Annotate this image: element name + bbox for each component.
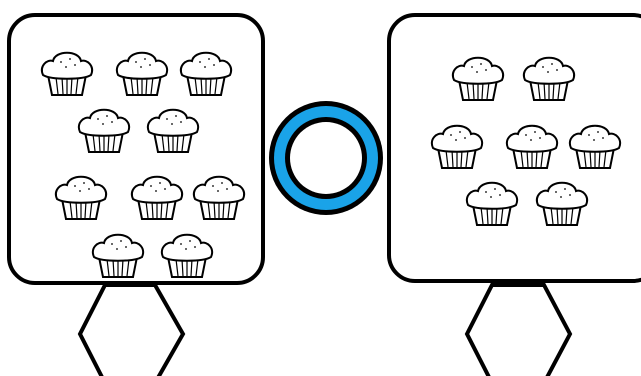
compare-symbol-circle[interactable] (269, 101, 383, 215)
left-answer-hexagon[interactable] (77, 283, 186, 376)
right-answer-hexagon[interactable] (464, 283, 573, 376)
